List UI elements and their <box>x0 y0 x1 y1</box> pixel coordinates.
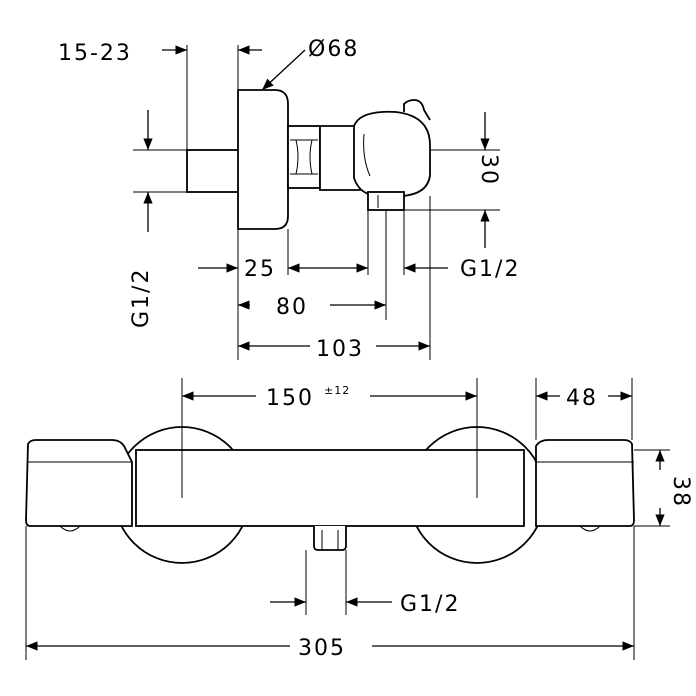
rosette <box>237 89 289 230</box>
dim-wall-offset: 15-23 <box>58 41 132 66</box>
dim-diameter: Ø68 <box>308 37 359 62</box>
control-handle <box>353 110 431 197</box>
dim-30: 30 <box>476 154 501 186</box>
dim-25: 25 <box>244 257 276 282</box>
left-handle <box>25 439 133 527</box>
wall-connector <box>186 149 240 193</box>
bottom-outlet <box>313 526 347 551</box>
dim-inlet-left: G1/2 <box>129 268 154 328</box>
mixer-body <box>319 125 361 191</box>
front-view <box>25 378 670 660</box>
right-handle <box>535 439 635 527</box>
dim-305: 305 <box>298 636 346 661</box>
dim-150: 150 <box>266 386 314 411</box>
outlet <box>367 191 405 211</box>
dim-48: 48 <box>566 386 598 411</box>
dim-80: 80 <box>276 295 308 320</box>
main-bar <box>135 449 525 527</box>
dim-38: 38 <box>668 476 693 508</box>
handle-knob <box>403 99 431 121</box>
dim-inlet-right: G1/2 <box>460 257 520 282</box>
dim-103: 103 <box>316 337 364 362</box>
side-view <box>133 45 500 360</box>
dim-outlet-bottom: G1/2 <box>400 592 460 617</box>
dim-150-tolerance: ±12 <box>324 384 350 397</box>
union-nut <box>287 125 321 189</box>
